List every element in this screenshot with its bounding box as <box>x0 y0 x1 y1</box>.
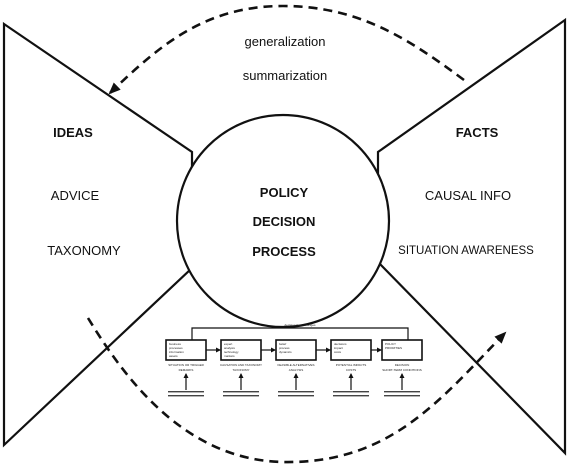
inset-fine-print <box>278 391 314 393</box>
inset-box-line: decisions <box>334 342 347 346</box>
bottom-dashed-arrow <box>86 317 507 464</box>
inset-fine-print <box>168 395 204 397</box>
inset-box-subcaption: SHORT-TERM CONDITIONS <box>382 368 421 372</box>
inset-box-subcaption: ANALYSIS <box>289 368 303 372</box>
inset-box-caption: SITUATION OR TRIGGER <box>168 363 204 367</box>
inset-box-line: business <box>169 342 181 346</box>
situation-awareness-label: SITUATION AWARENESS <box>398 245 534 257</box>
inset-box-line: impact <box>334 346 343 350</box>
inset-feedback-loop <box>191 327 409 340</box>
decision-label: DECISION <box>253 214 316 229</box>
inset-box-caption: POTENTIAL IMPACTS <box>336 363 367 367</box>
right-funnel-facts <box>376 17 567 456</box>
taxonomy-label: TAXONOMY <box>47 243 121 258</box>
policy-decision-circle <box>175 113 391 329</box>
inset-box-line: technology <box>224 350 239 354</box>
inset-box-line: markets <box>224 354 235 358</box>
inset-box-caption: FEASIBLE ALTERNATIVES <box>277 363 314 367</box>
process-flow-inset: decision flow / changes businessprocesse… <box>165 323 423 397</box>
inset-fine-print <box>384 391 420 393</box>
inset-feedback-label: decision flow / changes <box>284 323 316 327</box>
generalization-label: generalization <box>245 34 326 49</box>
advice-label: ADVICE <box>51 188 100 203</box>
inset-box-line: analysis <box>224 346 235 350</box>
inset-box-line: information <box>169 350 184 354</box>
inset-box-line: dynamics <box>279 350 292 354</box>
inset-box-line: process <box>279 346 290 350</box>
inset-box-subcaption: REMARKS <box>179 368 194 372</box>
inset-fine-print <box>333 391 369 393</box>
facts-label: FACTS <box>456 125 499 140</box>
ideas-label: IDEAS <box>53 125 93 140</box>
inset-box-subcaption: TAXONOMY <box>233 368 250 372</box>
inset-box <box>381 339 423 361</box>
inset-fine-print <box>278 395 314 397</box>
inset-box-caption: CAUSATION AND TAXONOMY <box>220 363 262 367</box>
causal-info-label: CAUSAL INFO <box>425 188 511 203</box>
inset-fine-print <box>384 395 420 397</box>
inset-fine-print <box>223 391 259 393</box>
policy-label: POLICY <box>260 185 309 200</box>
process-label: PROCESS <box>252 244 316 259</box>
inset-box-line: assets <box>169 354 178 358</box>
inset-fine-print <box>223 395 259 397</box>
inset-fine-print <box>333 395 369 397</box>
inset-box-line: costs <box>334 350 342 354</box>
top-dashed-arrow <box>108 4 465 95</box>
inset-box-line: belief <box>279 342 286 346</box>
summarization-label: summarization <box>243 68 328 83</box>
inset-box-line: processes <box>169 346 183 350</box>
inset-box-caption: DECISION <box>395 363 410 367</box>
inset-box-line: POLICY <box>385 342 396 346</box>
inset-box-line: expert <box>224 342 233 346</box>
inset-box-subcaption: COSTS <box>346 368 356 372</box>
left-funnel-ideas <box>2 21 194 448</box>
inset-fine-print <box>168 391 204 393</box>
inset-box-line: PRIORITIES <box>385 346 402 350</box>
